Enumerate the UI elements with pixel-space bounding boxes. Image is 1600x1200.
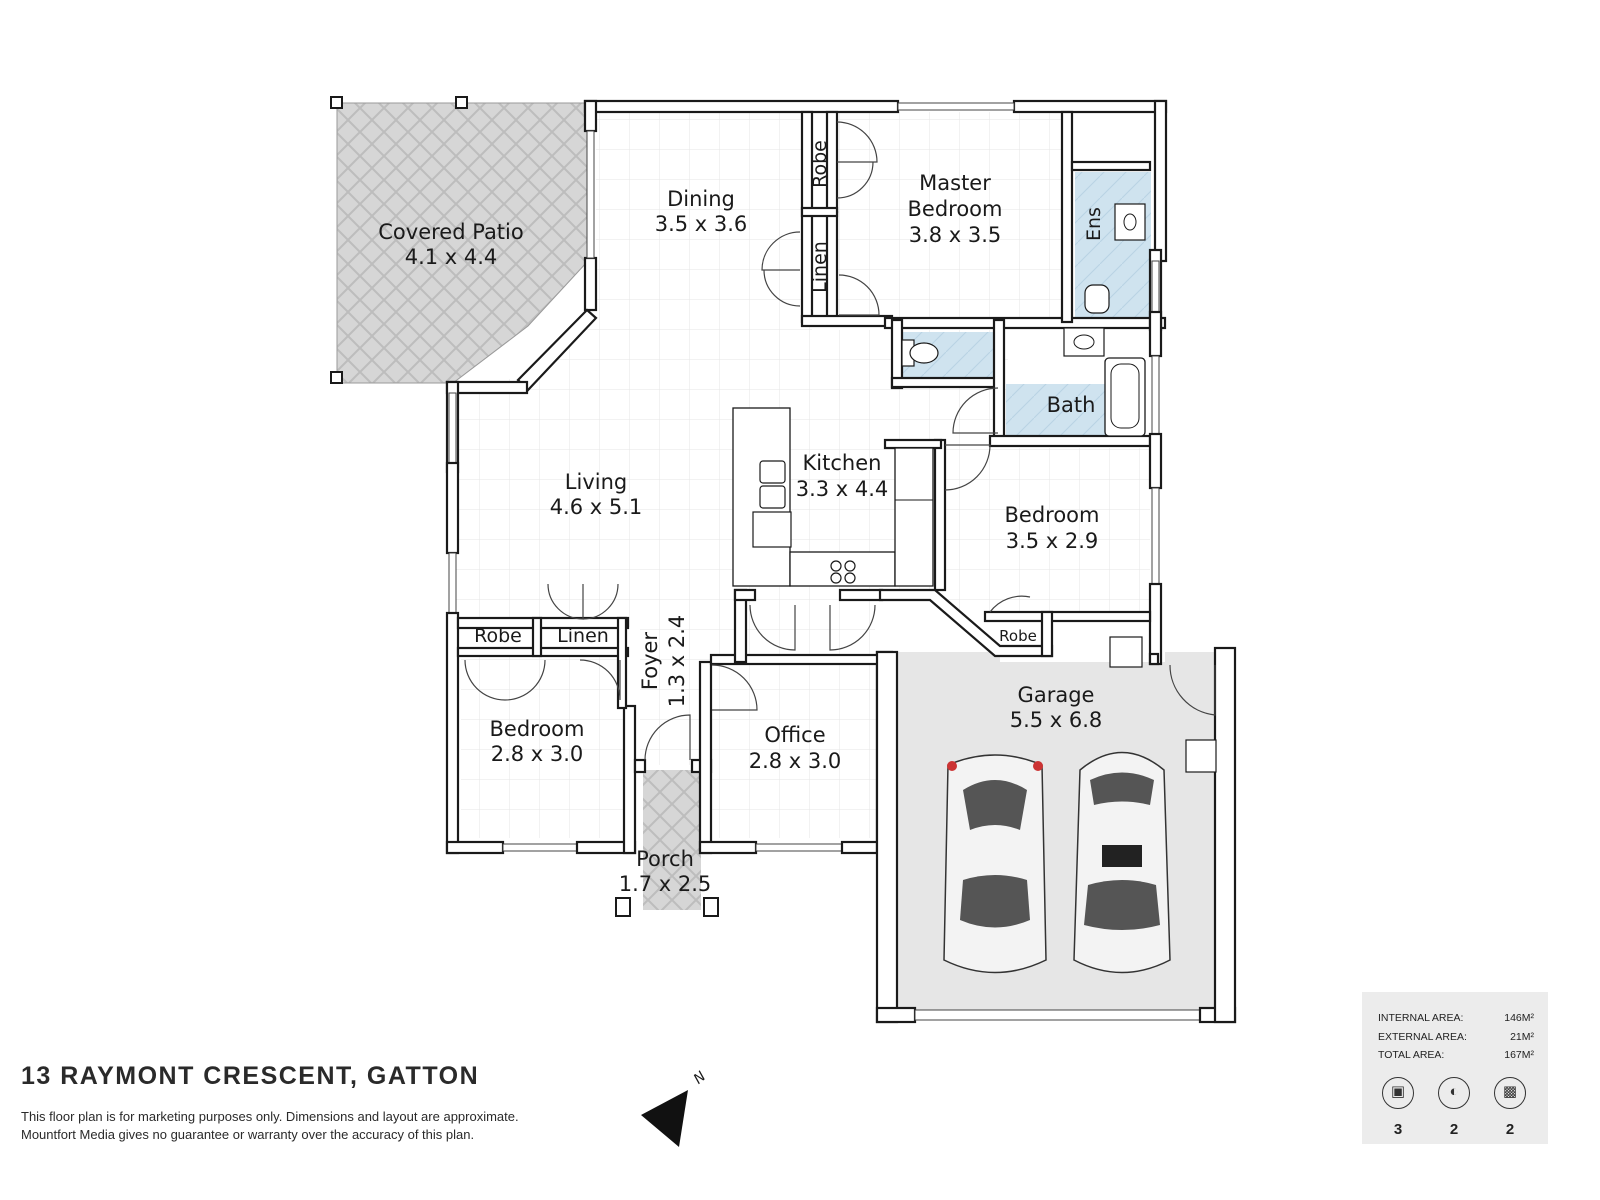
doors — [464, 121, 1216, 761]
room-name-bedroom-east: Bedroom — [1005, 503, 1100, 527]
room-dims-office: 2.8 x 3.0 — [749, 749, 842, 773]
room-dims-kitchen: 3.3 x 4.4 — [796, 477, 889, 501]
room-name-office: Office — [764, 723, 825, 747]
room-name-master-1: Master — [919, 171, 991, 195]
room-dims-living: 4.6 x 5.1 — [550, 495, 643, 519]
total-area-row: TOTAL AREA: 167M² — [1378, 1049, 1534, 1061]
bathrooms-stat: ◐ 2 — [1434, 1077, 1474, 1138]
room-dims-bedroom-west: 2.8 x 3.0 — [491, 742, 584, 766]
room-name-linen-west: Linen — [557, 625, 609, 647]
bathrooms-count: 2 — [1449, 1121, 1459, 1138]
room-name-ensuite: Ens — [1083, 207, 1105, 241]
covered-patio — [330, 96, 588, 384]
internal-area-value: 146M² — [1504, 1012, 1534, 1024]
room-name-bedroom-west: Bedroom — [490, 717, 585, 741]
bedrooms-stat: ▣ 3 — [1378, 1077, 1418, 1138]
bathtub-icon: ◐ — [1438, 1077, 1470, 1109]
car-spaces-stat: ▩ 2 — [1490, 1077, 1530, 1138]
porch — [615, 770, 719, 917]
total-area-label: TOTAL AREA: — [1378, 1049, 1445, 1061]
room-name-master-2: Bedroom — [908, 197, 1003, 221]
disclaimer: This floor plan is for marketing purpose… — [21, 1108, 661, 1144]
internal-area-label: INTERNAL AREA: — [1378, 1012, 1464, 1024]
room-name-kitchen: Kitchen — [803, 451, 882, 475]
walls — [445, 99, 1237, 1024]
room-dims-master: 3.8 x 3.5 — [909, 223, 1002, 247]
bedrooms-count: 3 — [1393, 1121, 1403, 1138]
room-dims-covered-patio: 4.1 x 4.4 — [405, 245, 498, 269]
compass-north-label: N — [691, 1068, 710, 1087]
car-icon: ▩ — [1494, 1077, 1526, 1109]
room-name-porch: Porch — [636, 847, 694, 871]
room-name-bath: Bath — [1047, 393, 1096, 417]
car-right-icon — [1073, 751, 1171, 974]
room-name-robe-master: Robe — [809, 140, 831, 188]
external-area-value: 21M² — [1510, 1031, 1534, 1043]
room-name-robe-east: Robe — [999, 627, 1037, 645]
total-area-value: 167M² — [1504, 1049, 1534, 1061]
external-area-label: EXTERNAL AREA: — [1378, 1031, 1467, 1043]
room-dims-foyer: 1.3 x 2.4 — [665, 615, 689, 708]
external-area-row: EXTERNAL AREA: 21M² — [1378, 1031, 1534, 1043]
room-name-linen-dining: Linen — [809, 241, 831, 293]
room-name-garage: Garage — [1018, 683, 1095, 707]
disclaimer-line-2: Mountfort Media gives no guarantee or wa… — [21, 1127, 475, 1142]
interior-floor — [452, 112, 1150, 838]
car-spaces-count: 2 — [1505, 1121, 1515, 1138]
room-name-dining: Dining — [667, 187, 735, 211]
room-dims-bedroom-east: 3.5 x 2.9 — [1006, 529, 1099, 553]
room-name-foyer: Foyer — [638, 632, 662, 691]
room-dims-dining: 3.5 x 3.6 — [655, 212, 748, 236]
area-summary: INTERNAL AREA: 146M² EXTERNAL AREA: 21M²… — [1362, 992, 1548, 1144]
room-dims-garage: 5.5 x 6.8 — [1010, 708, 1103, 732]
room-name-living: Living — [565, 470, 627, 494]
disclaimer-line-1: This floor plan is for marketing purpose… — [21, 1109, 519, 1124]
room-dims-porch: 1.7 x 2.5 — [619, 872, 712, 896]
room-name-robe-west: Robe — [474, 625, 522, 647]
car-left-icon — [943, 754, 1047, 974]
bed-icon: ▣ — [1382, 1077, 1414, 1109]
internal-area-row: INTERNAL AREA: 146M² — [1378, 1012, 1534, 1024]
property-address: 13 RAYMONT CRESCENT, GATTON — [21, 1062, 480, 1090]
room-name-covered-patio: Covered Patio — [378, 220, 523, 244]
room-labels: Covered Patio 4.1 x 4.4 Dining 3.5 x 3.6… — [378, 140, 1105, 896]
